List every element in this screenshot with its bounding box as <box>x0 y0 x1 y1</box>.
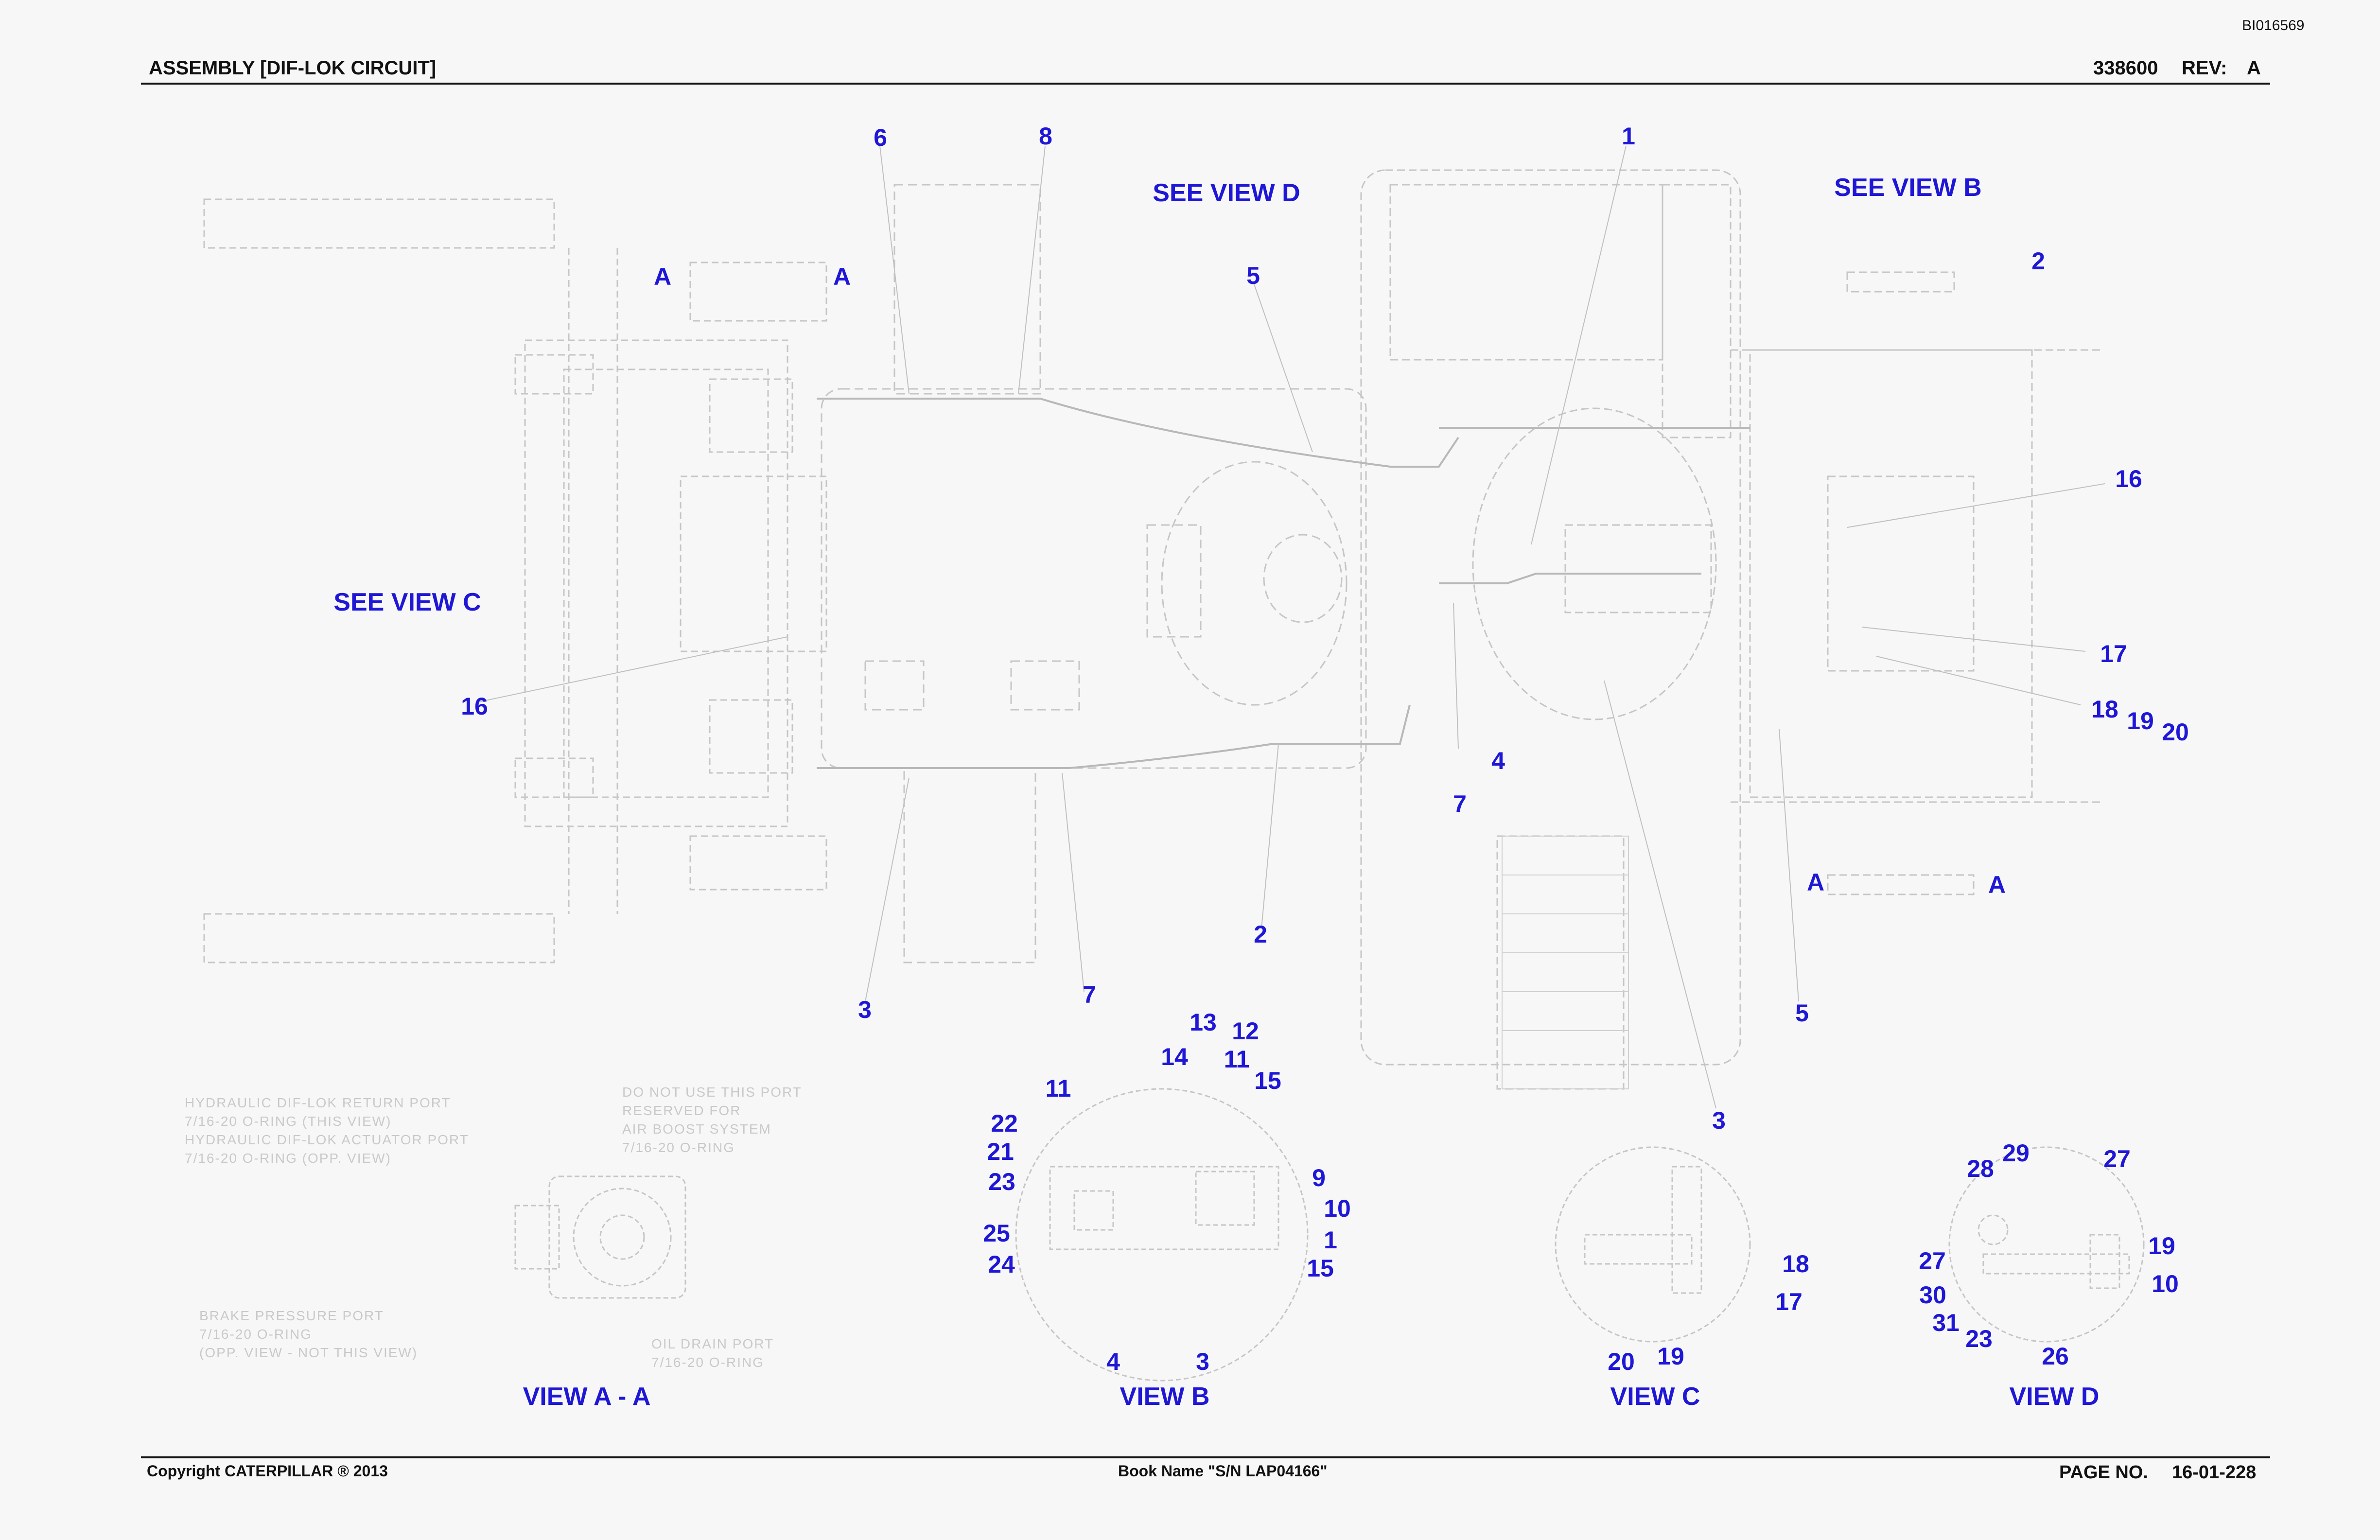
center-frame <box>821 184 1367 963</box>
view-b-callout-14: 14 <box>1161 1043 1188 1070</box>
see-view-b-label: SEE VIEW B <box>1834 174 1982 202</box>
part-number: 338600 <box>2093 57 2158 79</box>
view-b-callout-10: 10 <box>1324 1195 1351 1222</box>
view-d-callout-26: 26 <box>2042 1343 2069 1370</box>
callout-6: 6 <box>874 124 887 151</box>
left-axle-housing <box>203 198 827 963</box>
view-d-callout-30: 30 <box>1919 1281 1946 1309</box>
note-reserved-port: DO NOT USE THIS PORT RESERVED FOR AIR BO… <box>622 1085 802 1155</box>
view-b-callout-21: 21 <box>987 1138 1014 1165</box>
view-d-callout-28: 28 <box>1967 1155 1994 1182</box>
see-view-d-label: SEE VIEW D <box>1153 179 1300 207</box>
view-c-callout-19: 19 <box>1657 1343 1684 1370</box>
view-b-callout-15: 15 <box>1307 1255 1334 1282</box>
view-b-callout-24: 24 <box>988 1251 1015 1278</box>
page-title: ASSEMBLY [DIF-LOK CIRCUIT] <box>149 57 437 79</box>
note-return-port: HYDRAULIC DIF-LOK RETURN PORT 7/16-20 O-… <box>185 1095 469 1166</box>
revision-label: REV: <box>2182 57 2227 79</box>
view-d-title: VIEW D <box>2009 1382 2100 1411</box>
page-number-value: 16-01-228 <box>2172 1462 2257 1483</box>
callout-2: 2 <box>2031 247 2045 275</box>
callout-3: 3 <box>858 996 872 1023</box>
view-b-callout-15: 15 <box>1254 1067 1281 1094</box>
view-c-detail <box>1555 1146 1751 1343</box>
step-panel <box>1502 836 1629 1089</box>
view-c-callout-20: 20 <box>1608 1348 1635 1375</box>
callout-7: 7 <box>1453 790 1467 818</box>
view-b-callout-9: 9 <box>1312 1164 1326 1191</box>
callout-20: 20 <box>2162 718 2189 746</box>
view-b-callout-22: 22 <box>991 1110 1018 1137</box>
view-b-callout-11: 11 <box>1224 1046 1250 1073</box>
section-mark-a: A <box>1988 871 2006 898</box>
view-d-callout-31: 31 <box>1932 1309 1960 1336</box>
view-d-callout-23: 23 <box>1965 1325 1993 1352</box>
callout-5: 5 <box>1246 262 1260 289</box>
view-d-callout-27: 27 <box>1919 1247 1946 1275</box>
callout-16: 16 <box>2115 465 2142 492</box>
footer-rule <box>141 1456 2270 1458</box>
view-b-callout-3: 3 <box>1196 1348 1209 1375</box>
right-side-frame <box>1360 169 2100 1090</box>
callout-19: 19 <box>2127 707 2154 735</box>
callout-2: 2 <box>1254 921 1267 948</box>
see-view-c-label: SEE VIEW C <box>333 588 481 616</box>
view-d-callout-29: 29 <box>2002 1139 2030 1167</box>
revision-value: A <box>2247 57 2261 79</box>
callout-7: 7 <box>1083 981 1096 1008</box>
callout-4: 4 <box>1491 747 1505 774</box>
view-c-title: VIEW C <box>1610 1382 1700 1411</box>
leader-lines <box>476 145 2105 1109</box>
section-mark-a: A <box>653 263 672 290</box>
callout-17: 17 <box>2100 640 2127 667</box>
view-c-callout-17: 17 <box>1775 1288 1802 1315</box>
callout-8: 8 <box>1039 122 1052 150</box>
dif-lok-lines <box>817 398 1750 769</box>
copyright-notice: Copyright CATERPILLAR ® 2013 <box>147 1462 388 1480</box>
view-c-callout-18: 18 <box>1782 1250 1809 1278</box>
view-b-callout-4: 4 <box>1106 1348 1120 1375</box>
section-mark-a: A <box>833 263 851 290</box>
view-a-title: VIEW A - A <box>523 1382 651 1411</box>
callout-18: 18 <box>2091 696 2118 723</box>
view-b-callout-13: 13 <box>1190 1009 1217 1036</box>
callout-5: 5 <box>1795 999 1809 1027</box>
book-name: Book Name "S/N LAP04166" <box>1118 1462 1328 1480</box>
callout-3: 3 <box>1712 1107 1726 1134</box>
view-a-detail <box>514 1175 686 1299</box>
header-rule <box>141 83 2270 85</box>
view-b-callout-12: 12 <box>1232 1017 1259 1045</box>
document-id: BI016569 <box>2242 18 2305 34</box>
view-d-callout-10: 10 <box>2152 1270 2179 1297</box>
note-drain-port: OIL DRAIN PORT 7/16-20 O-RING <box>651 1336 774 1370</box>
view-b-callout-11: 11 <box>1045 1075 1071 1102</box>
callout-1: 1 <box>1622 122 1635 150</box>
view-b-title: VIEW B <box>1120 1382 1210 1411</box>
view-d-detail <box>1948 1146 2145 1343</box>
view-b-detail <box>1015 1088 1309 1382</box>
section-mark-a: A <box>1806 869 1825 896</box>
view-b-callout-23: 23 <box>988 1168 1015 1195</box>
page-number-label: PAGE NO. <box>2059 1462 2148 1483</box>
view-d-callout-27: 27 <box>2103 1145 2131 1172</box>
view-b-callout-25: 25 <box>983 1220 1010 1247</box>
view-d-callout-19: 19 <box>2148 1232 2175 1260</box>
callout-16: 16 <box>461 693 488 720</box>
view-b-callout-1: 1 <box>1324 1226 1337 1254</box>
note-brake-port: BRAKE PRESSURE PORT 7/16-20 O-RING (OPP.… <box>199 1308 418 1360</box>
